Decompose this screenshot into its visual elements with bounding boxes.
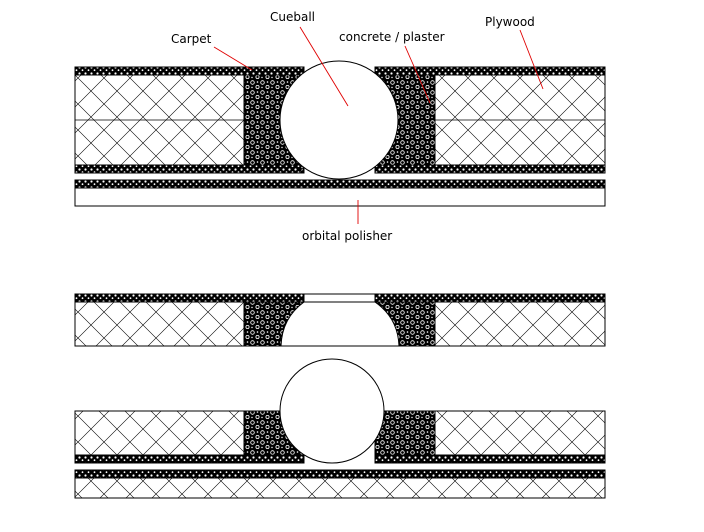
- cueball-cavity: [280, 301, 400, 347]
- carpet-layer-top: [374, 66, 606, 76]
- plywood-right: [434, 301, 606, 347]
- leader-lines: [213, 26, 544, 224]
- carpet-layer-top: [74, 66, 305, 76]
- label-concrete: concrete / plaster: [339, 30, 445, 44]
- polisher-base: [74, 477, 606, 499]
- carpet-layer-top: [74, 293, 305, 303]
- carpet-layer-bottom: [374, 454, 606, 464]
- label-cueball: Cueball: [270, 10, 315, 24]
- panel-upper-cut: [74, 358, 606, 499]
- plywood-right: [434, 410, 606, 456]
- plywood-left: [74, 301, 245, 347]
- cueball: [279, 60, 399, 180]
- panel-lower-cut: [74, 293, 606, 347]
- leader-carpet: [213, 46, 253, 71]
- leader-plywood: [519, 29, 544, 90]
- concrete-right: [374, 410, 436, 456]
- polisher-pad: [74, 179, 606, 189]
- label-polisher: orbital polisher: [302, 229, 392, 243]
- leader-concrete: [404, 45, 431, 104]
- leader-cueball: [299, 26, 349, 107]
- cueball: [279, 358, 385, 464]
- label-plywood: Plywood: [485, 15, 535, 29]
- carpet-layer-bottom: [374, 164, 606, 174]
- label-carpet: Carpet: [171, 32, 212, 46]
- polisher-pad: [74, 469, 606, 479]
- polisher-base: [74, 187, 606, 207]
- carpet-layer-top: [374, 293, 606, 303]
- carpet-layer-bottom: [74, 454, 305, 464]
- plywood-left: [74, 410, 245, 456]
- carpet-layer-bottom: [74, 164, 305, 174]
- panel-assembled: [74, 60, 606, 207]
